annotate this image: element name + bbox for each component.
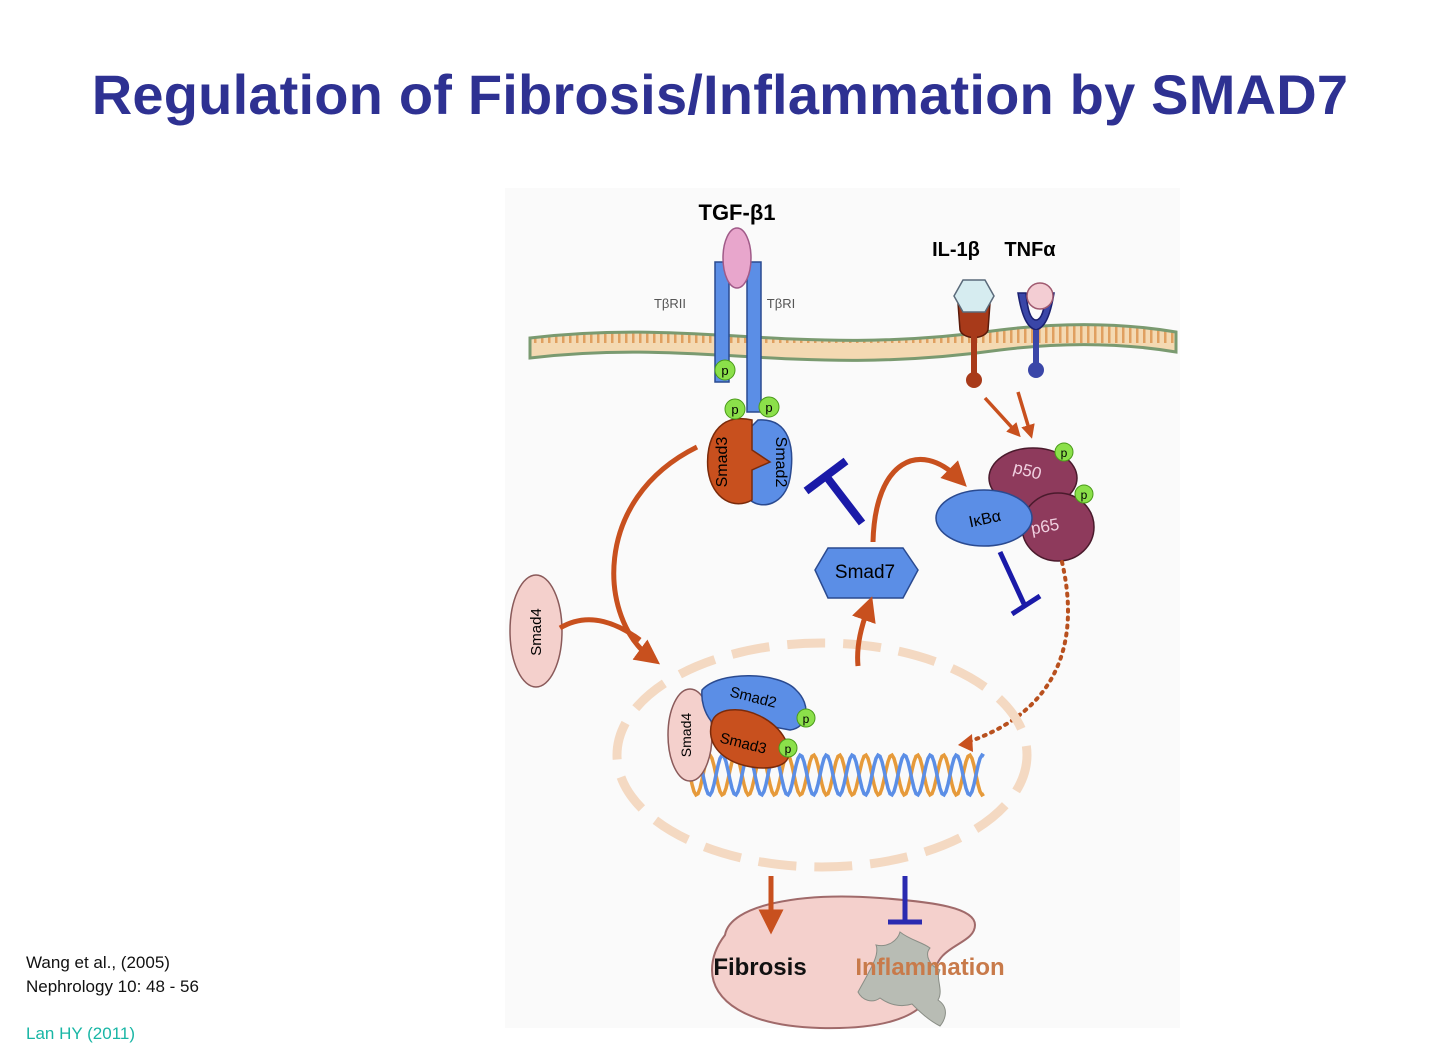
smad4-free-label: Smad4 xyxy=(528,608,545,656)
smad7-label: Smad7 xyxy=(835,562,895,583)
phospho-p65 xyxy=(1074,484,1094,504)
tgf-label: TGF-β1 xyxy=(699,200,776,225)
tbr2-label: TβRII xyxy=(654,296,686,311)
tnfa-ligand xyxy=(1026,282,1054,310)
arrow-nfkb-to-dna xyxy=(966,560,1070,744)
svg-text:p: p xyxy=(1081,488,1088,502)
il1b-ligand xyxy=(953,279,995,313)
phospho-smad2-nuclear xyxy=(796,708,816,728)
phospho-tbr-label: p xyxy=(721,363,728,378)
svg-text:p: p xyxy=(1061,446,1068,460)
nfkb-complex: p50 p65 IκBα p p xyxy=(935,442,1095,562)
citation-author: Wang et al., (2005) xyxy=(26,953,170,972)
arrow-smad7-to-ikba xyxy=(870,457,967,543)
tbr2-receptor xyxy=(714,261,730,383)
citation-link[interactable]: Lan HY (2011) xyxy=(26,1025,135,1043)
tnfa-label: TNFα xyxy=(1004,239,1056,261)
phospho-smad3-nuclear xyxy=(778,738,798,758)
arrow-il1b-to-nfkb xyxy=(983,396,1021,438)
ikba-inhibits-nfkb xyxy=(997,550,1042,617)
ikba-label: IκBα xyxy=(967,508,1002,531)
citation-journal: Nephrology 10: 48 - 56 xyxy=(26,977,199,996)
phospho-smad3-top xyxy=(724,398,746,420)
ikba-shape xyxy=(935,489,1033,547)
arrow-tnfa-to-nfkb xyxy=(1016,391,1035,439)
il1b-receptor xyxy=(953,279,995,388)
slide-title: Regulation of Fibrosis/Inflammation by S… xyxy=(91,63,1349,126)
inhibit-inflammation xyxy=(888,876,922,925)
phospho-smad2-top xyxy=(758,396,780,418)
tbr1-receptor xyxy=(746,261,762,413)
smad7-inhibits-receptor xyxy=(803,457,866,526)
p65-label: p65 xyxy=(1029,515,1060,539)
smad-complex-nuclear: Smad4 Smad2 Smad3 p p xyxy=(667,675,816,782)
svg-text:p: p xyxy=(731,402,738,417)
tgf-receptor-complex: p xyxy=(714,227,762,413)
tbr1-label: TβRI xyxy=(767,296,795,311)
phospho-tbr xyxy=(714,359,736,381)
svg-text:p: p xyxy=(803,712,810,726)
arrow-smad23-to-nucleus xyxy=(611,444,699,665)
il1b-label: IL-1β xyxy=(932,239,980,261)
citation-link-text: Lan HY (2011) xyxy=(26,1024,135,1043)
smad2-smad3-receptor-complex: Smad3 Smad2 p p xyxy=(706,396,793,506)
phospho-p50 xyxy=(1054,442,1074,462)
smad3-shape xyxy=(706,417,772,505)
tgf-ligand xyxy=(722,227,752,289)
renal-pelvis xyxy=(857,931,946,1027)
smad4-nuclear-label: Smad4 xyxy=(678,713,694,758)
svg-text:p: p xyxy=(785,742,792,756)
arrow-nucleus-to-smad7 xyxy=(852,596,876,667)
smad2-label-top: Smad2 xyxy=(772,437,789,488)
inflammation-label: Inflammation xyxy=(855,954,1004,981)
smad3-label-top: Smad3 xyxy=(714,437,731,488)
nucleus-envelope xyxy=(612,638,1032,872)
smad7-node: Smad7 xyxy=(814,547,919,599)
smad4-free: Smad4 xyxy=(509,574,563,688)
fibrosis-label: Fibrosis xyxy=(713,954,806,981)
cell-membrane xyxy=(528,323,1178,362)
svg-text:p: p xyxy=(765,400,772,415)
smad3-nuclear-shape xyxy=(709,709,790,769)
arrow-smad4-to-complex xyxy=(558,617,642,643)
tnfa-receptor xyxy=(1017,282,1055,378)
